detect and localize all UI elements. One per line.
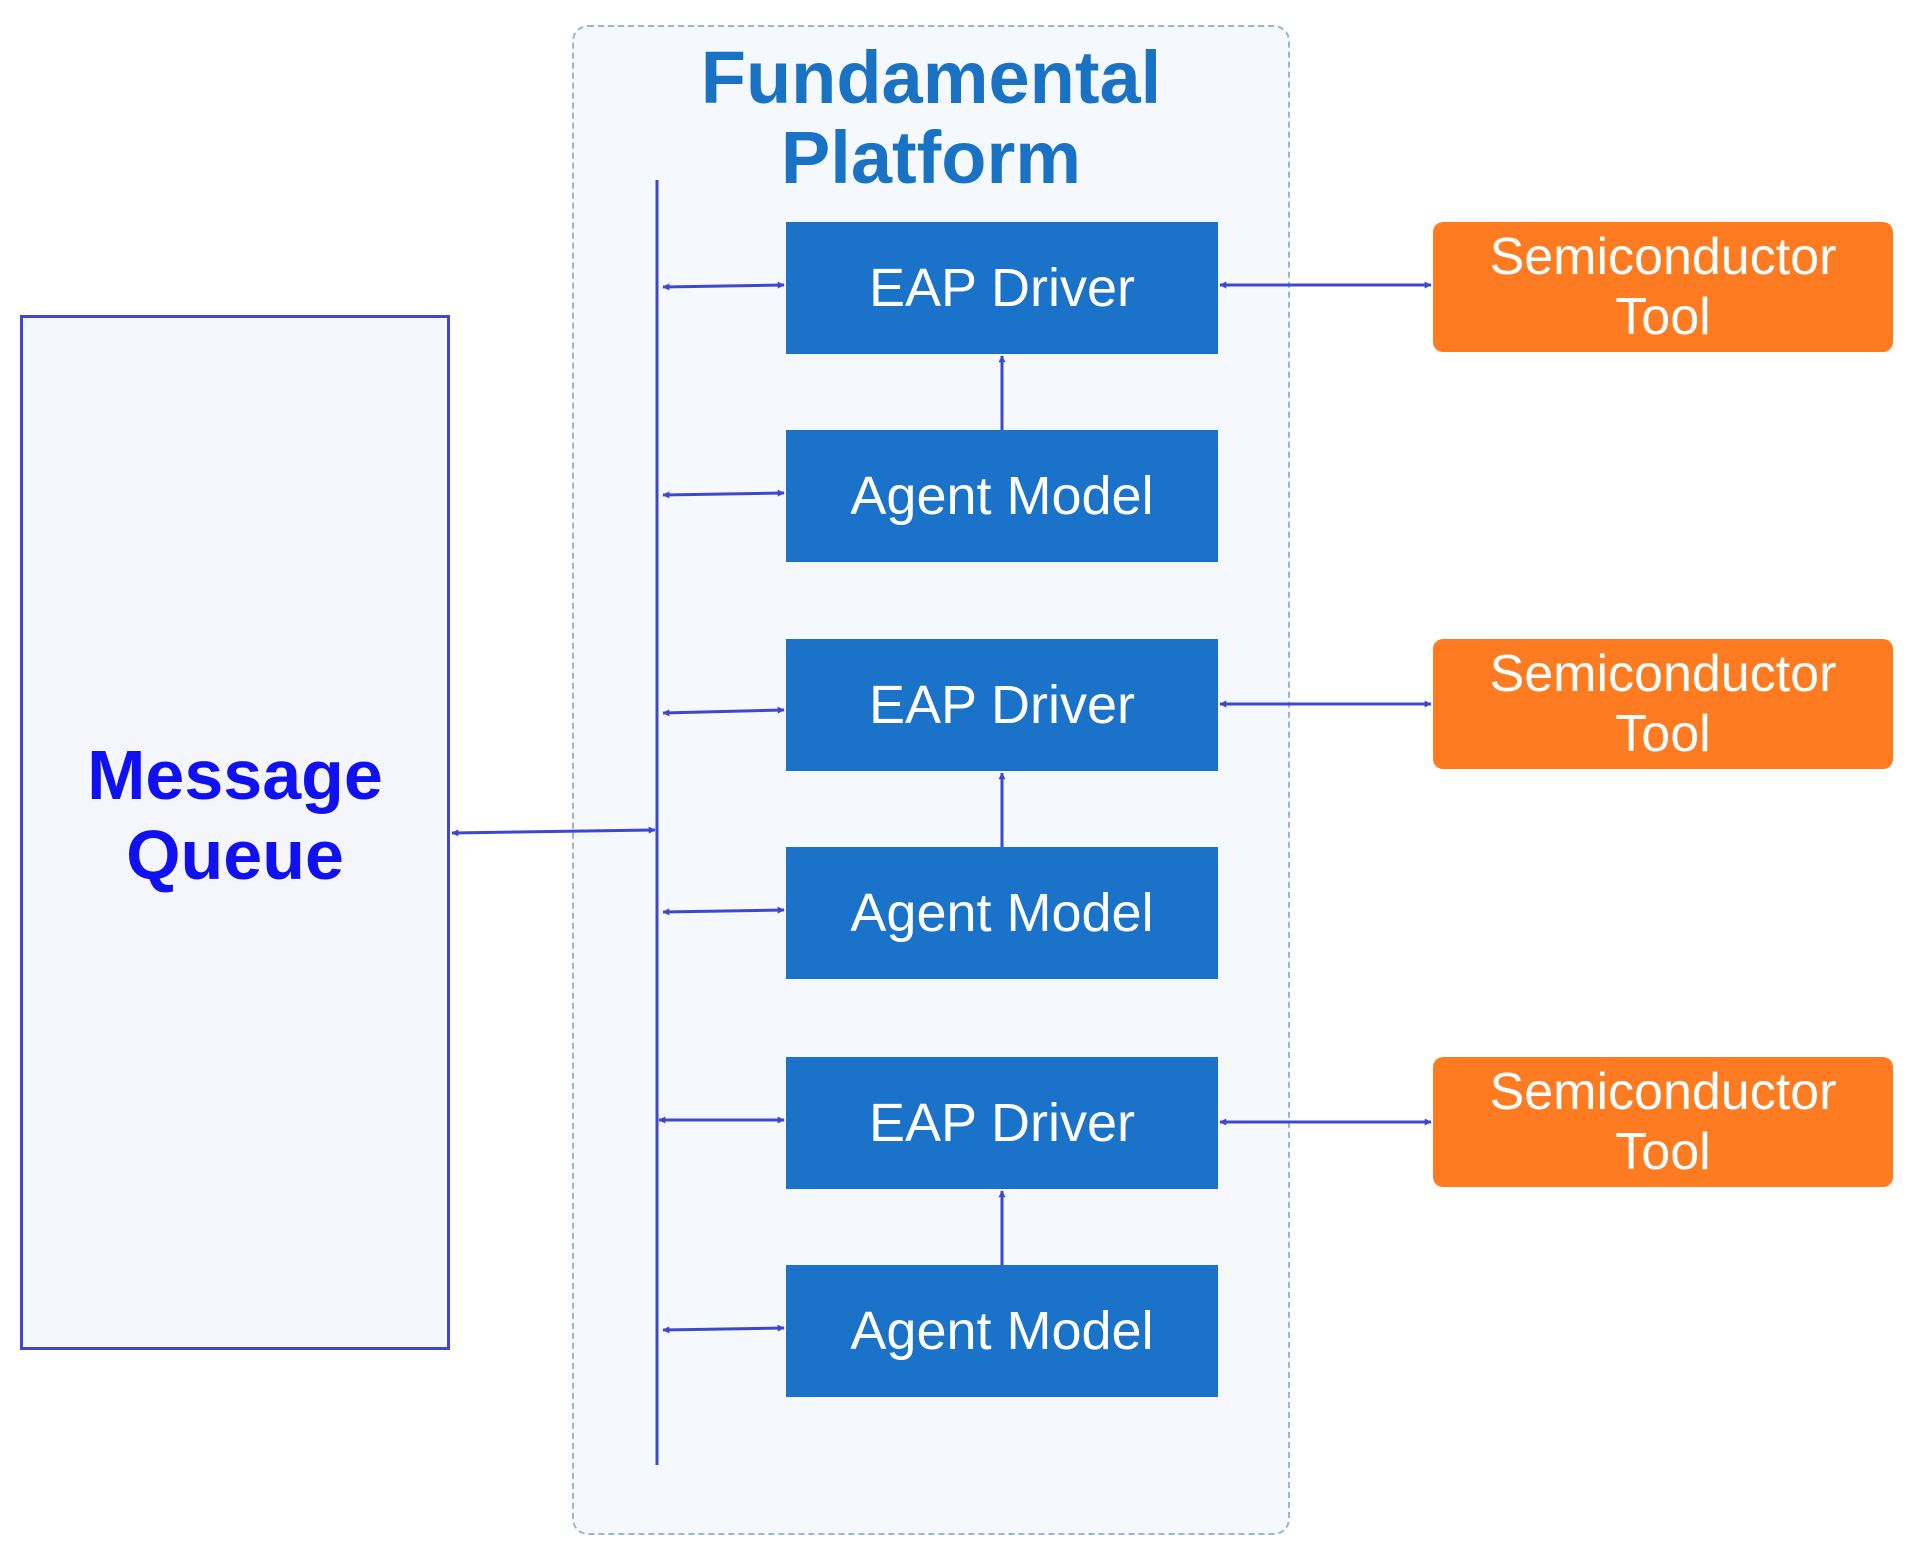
agent-model-label: Agent Model bbox=[850, 1301, 1154, 1361]
semiconductor-tool-block: Semiconductor Tool bbox=[1433, 222, 1893, 352]
message-queue-label-line1: Message bbox=[87, 736, 383, 814]
tool-label-line2: Tool bbox=[1615, 288, 1711, 346]
message-queue-label-line2: Queue bbox=[126, 816, 344, 894]
tool-label-line2: Tool bbox=[1615, 705, 1711, 763]
agent-model-block: Agent Model bbox=[786, 430, 1218, 562]
tool-label-line1: Semiconductor bbox=[1489, 1063, 1837, 1121]
eap-driver-block: EAP Driver bbox=[786, 222, 1218, 354]
platform-title: Fundamental Platform bbox=[572, 38, 1290, 198]
semiconductor-tool-block: Semiconductor Tool bbox=[1433, 1057, 1893, 1187]
agent-model-label: Agent Model bbox=[850, 883, 1154, 943]
tool-label-line1: Semiconductor bbox=[1489, 228, 1837, 286]
agent-model-block: Agent Model bbox=[786, 1265, 1218, 1397]
eap-driver-label: EAP Driver bbox=[868, 258, 1136, 318]
eap-driver-label: EAP Driver bbox=[868, 675, 1136, 735]
platform-title-line1: Fundamental bbox=[700, 36, 1162, 119]
eap-driver-label: EAP Driver bbox=[868, 1093, 1136, 1153]
tool-label-line1: Semiconductor bbox=[1489, 645, 1837, 703]
agent-model-block: Agent Model bbox=[786, 847, 1218, 979]
eap-driver-block: EAP Driver bbox=[786, 639, 1218, 771]
message-queue-label: Message Queue bbox=[20, 735, 450, 895]
eap-driver-block: EAP Driver bbox=[786, 1057, 1218, 1189]
platform-title-line2: Platform bbox=[780, 116, 1082, 199]
tool-label-line2: Tool bbox=[1615, 1123, 1711, 1181]
agent-model-label: Agent Model bbox=[850, 466, 1154, 526]
semiconductor-tool-block: Semiconductor Tool bbox=[1433, 639, 1893, 769]
message-queue-box bbox=[20, 315, 450, 1350]
